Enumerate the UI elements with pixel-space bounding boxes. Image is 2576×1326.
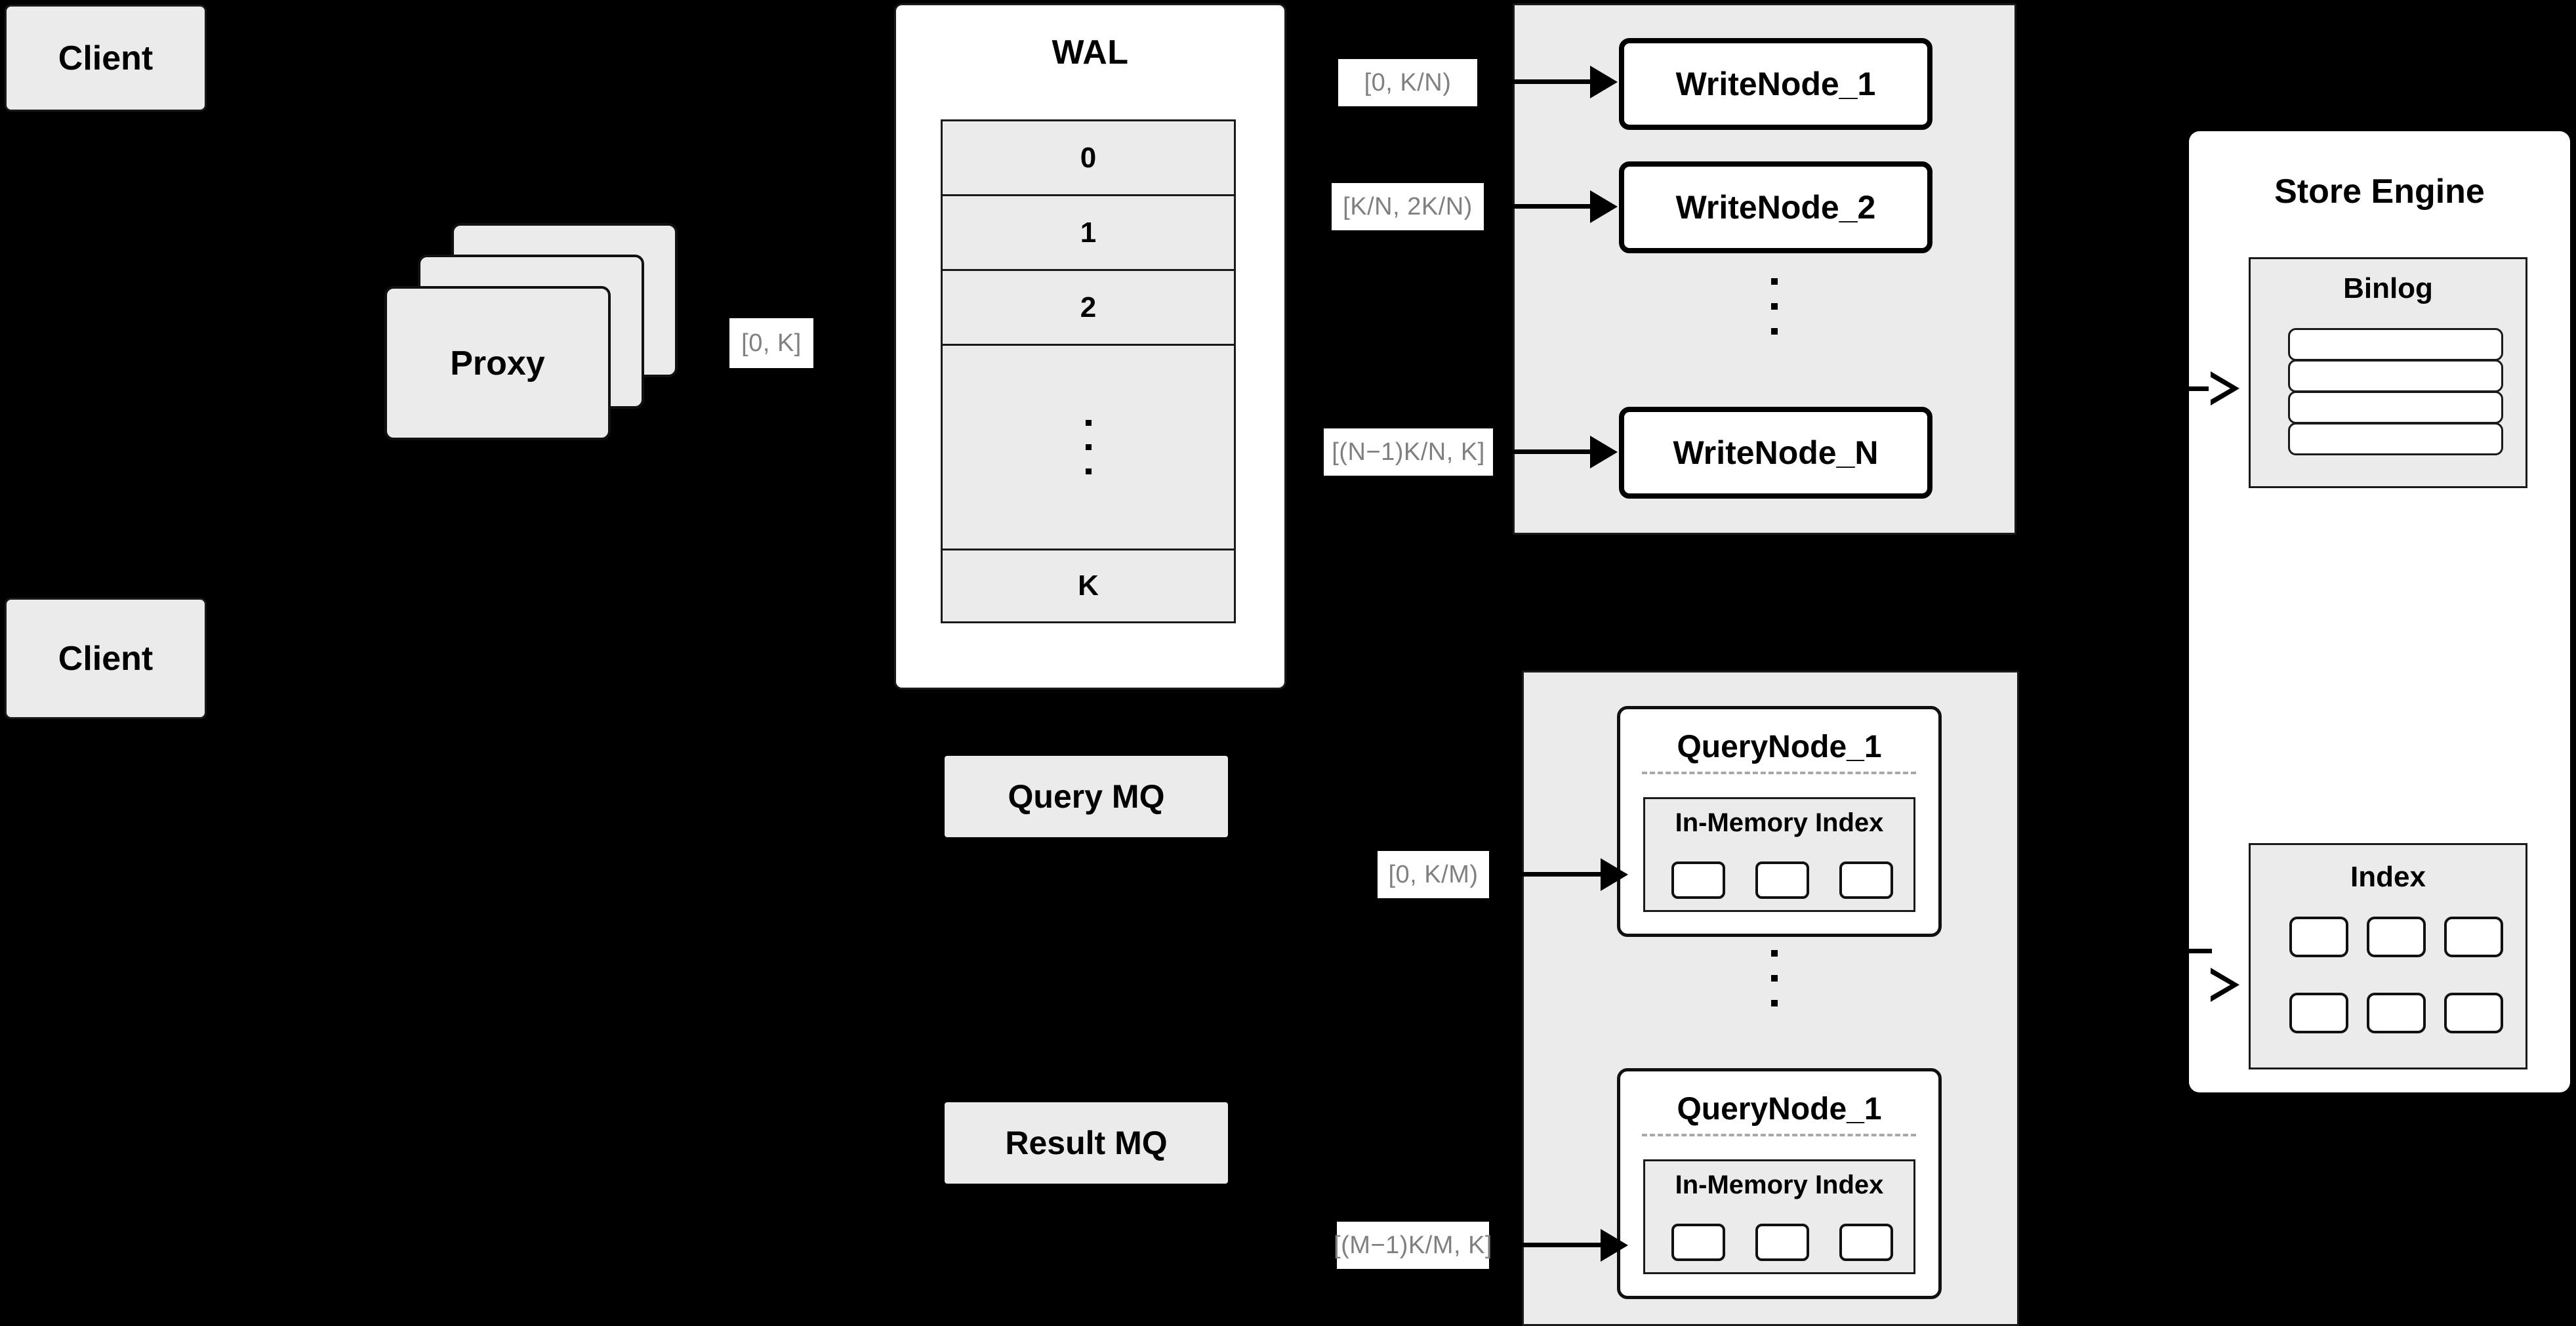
- store-index-cell[interactable]: [2367, 993, 2426, 1033]
- in-memory-index-title-2: In-Memory Index: [1675, 1171, 1884, 1199]
- arrow-line-to-binlog: [2184, 386, 2212, 391]
- arrow-head-query-m: [1601, 1229, 1628, 1262]
- arrow-line-write-2: [1513, 204, 1591, 209]
- query-mq-box[interactable]: Query MQ: [945, 756, 1228, 837]
- arrow-line-query-m: [1522, 1243, 1602, 1247]
- in-memory-index-title-1: In-Memory Index: [1675, 808, 1884, 837]
- range-label-query-1: [0, K/M): [1378, 851, 1489, 898]
- range-label-text: [(N−1)K/N, K]: [1332, 438, 1485, 466]
- binlog-bar[interactable]: [2288, 423, 2503, 455]
- query-node-2-divider: [1642, 1134, 1916, 1136]
- client-box-1[interactable]: Client: [5, 5, 207, 112]
- index-title: Index: [2350, 861, 2426, 893]
- range-label-write-1: [0, K/N): [1338, 59, 1477, 106]
- wal-entry-table: 0 1 2 K: [941, 119, 1236, 623]
- arrow-line-write-1: [1513, 79, 1591, 84]
- binlog-bar[interactable]: [2288, 391, 2503, 424]
- result-mq-box[interactable]: Result MQ: [945, 1102, 1228, 1184]
- wal-title: WAL: [1052, 33, 1129, 72]
- index-cell[interactable]: [1839, 861, 1893, 899]
- arrow-line-write-n: [1513, 449, 1591, 454]
- store-index-cell[interactable]: [2444, 917, 2503, 957]
- client-label-1: Client: [58, 39, 153, 77]
- write-node-2[interactable]: WriteNode_2: [1619, 161, 1932, 253]
- arrow-head-write-2: [1590, 190, 1618, 223]
- store-engine-title: Store Engine: [2274, 173, 2485, 211]
- store-index-cell[interactable]: [2289, 993, 2348, 1033]
- query-node-ellipsis: [1771, 950, 1778, 1006]
- write-node-2-label: WriteNode_2: [1675, 189, 1876, 226]
- write-node-n-label: WriteNode_N: [1673, 434, 1879, 471]
- wal-row[interactable]: 2: [943, 271, 1234, 346]
- arrow-line-query-1: [1522, 872, 1602, 877]
- range-label-write-2: [K/N, 2K/N): [1332, 183, 1484, 230]
- wal-row-label: 1: [1080, 216, 1097, 249]
- index-cell[interactable]: [1671, 861, 1725, 899]
- binlog-title: Binlog: [2343, 272, 2433, 304]
- range-label-text: [0, K]: [741, 329, 802, 357]
- range-label-text: [(M−1)K/M, K]: [1334, 1232, 1492, 1259]
- range-label-proxy-to-wal: [0, K]: [729, 318, 813, 368]
- client-box-2[interactable]: Client: [5, 598, 207, 719]
- index-cell[interactable]: [1839, 1224, 1893, 1261]
- index-cell[interactable]: [1671, 1224, 1725, 1261]
- binlog-bar[interactable]: [2288, 360, 2503, 392]
- result-mq-label: Result MQ: [1005, 1125, 1168, 1161]
- range-label-text: [K/N, 2K/N): [1343, 193, 1473, 220]
- write-node-ellipsis: [1771, 278, 1778, 335]
- arrow-head-write-n: [1590, 436, 1618, 468]
- proxy-box[interactable]: Proxy: [384, 286, 611, 440]
- query-node-1-title: QueryNode_1: [1677, 730, 1882, 764]
- query-mq-label: Query MQ: [1008, 778, 1165, 815]
- store-index-cell[interactable]: [2444, 993, 2503, 1033]
- arrow-head-write-1: [1590, 66, 1618, 98]
- wal-row-label: K: [1078, 570, 1099, 602]
- store-index-cell[interactable]: [2367, 917, 2426, 957]
- range-label-query-m: [(M−1)K/M, K]: [1334, 1222, 1492, 1269]
- range-label-write-n: [(N−1)K/N, K]: [1324, 428, 1493, 476]
- range-label-text: [0, K/N): [1364, 69, 1452, 96]
- write-node-1[interactable]: WriteNode_1: [1619, 38, 1932, 130]
- wal-row-label: 2: [1080, 291, 1097, 323]
- arrow-head-to-binlog: [2209, 371, 2239, 405]
- binlog-bar[interactable]: [2288, 328, 2503, 361]
- arrow-head-to-index: [2209, 968, 2239, 1002]
- store-index-cell[interactable]: [2289, 917, 2348, 957]
- index-cell[interactable]: [1755, 1224, 1809, 1261]
- wal-row[interactable]: 0: [943, 121, 1234, 196]
- wal-row[interactable]: 1: [943, 196, 1234, 271]
- write-node-1-label: WriteNode_1: [1675, 66, 1876, 102]
- proxy-label: Proxy: [450, 344, 545, 383]
- write-node-n[interactable]: WriteNode_N: [1619, 407, 1932, 499]
- arrow-line-to-index: [2184, 949, 2212, 953]
- client-label-2: Client: [58, 639, 153, 678]
- wal-ellipsis-row: [943, 346, 1234, 550]
- wal-row-label: 0: [1080, 141, 1097, 174]
- query-node-2-title: QueryNode_1: [1677, 1092, 1882, 1127]
- arrow-head-query-1: [1601, 858, 1628, 891]
- wal-row[interactable]: K: [943, 550, 1234, 621]
- index-cell[interactable]: [1755, 861, 1809, 899]
- range-label-text: [0, K/M): [1388, 861, 1479, 888]
- query-node-1-divider: [1642, 772, 1916, 774]
